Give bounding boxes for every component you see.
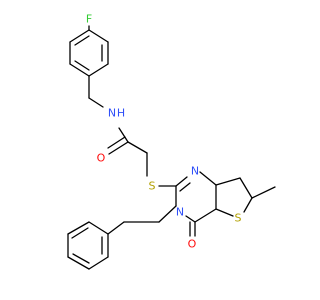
bond [108, 141, 129, 155]
bond [107, 136, 126, 149]
pyrimidine-n3-label: N [176, 206, 184, 219]
bond [175, 176, 188, 187]
bond [67, 221, 90, 235]
ketone-oxygen-label: O [188, 238, 197, 251]
bond [215, 177, 241, 186]
bond [67, 256, 90, 270]
bond [215, 208, 234, 217]
bond [107, 221, 125, 235]
thiophene-sulfur-label: S [235, 212, 242, 225]
bond [118, 127, 129, 143]
amide-hydrogen-label: H [117, 107, 125, 120]
bond [194, 208, 217, 223]
bond [127, 141, 148, 154]
thioether-sulfur-label: S [149, 180, 156, 193]
bond [199, 171, 217, 186]
bond [69, 63, 90, 77]
fluorine-label: F [86, 13, 92, 26]
bond [69, 29, 90, 43]
bond [179, 182, 191, 192]
structure-drawing: F N H O S N N O S [67, 13, 276, 270]
bond [74, 60, 90, 71]
bond [185, 215, 196, 223]
bond [158, 205, 177, 223]
bond [72, 253, 90, 264]
bond [71, 227, 89, 239]
atom-labels: F N H O S N N O S [86, 13, 242, 251]
amide-nitrogen-label: N [108, 107, 116, 120]
bond [243, 197, 253, 213]
bond [251, 186, 276, 199]
amide-oxygen-label: O [97, 152, 106, 165]
bond [239, 177, 253, 199]
bond [88, 63, 109, 77]
bond [88, 221, 109, 235]
bond [88, 29, 109, 43]
molecule-canvas: F N H O S N N O S [67, 13, 276, 270]
bond [88, 256, 109, 270]
bond [74, 35, 90, 46]
pyrimidine-n1-label: N [191, 165, 199, 178]
bond [88, 97, 104, 108]
bonds [67, 25, 276, 270]
